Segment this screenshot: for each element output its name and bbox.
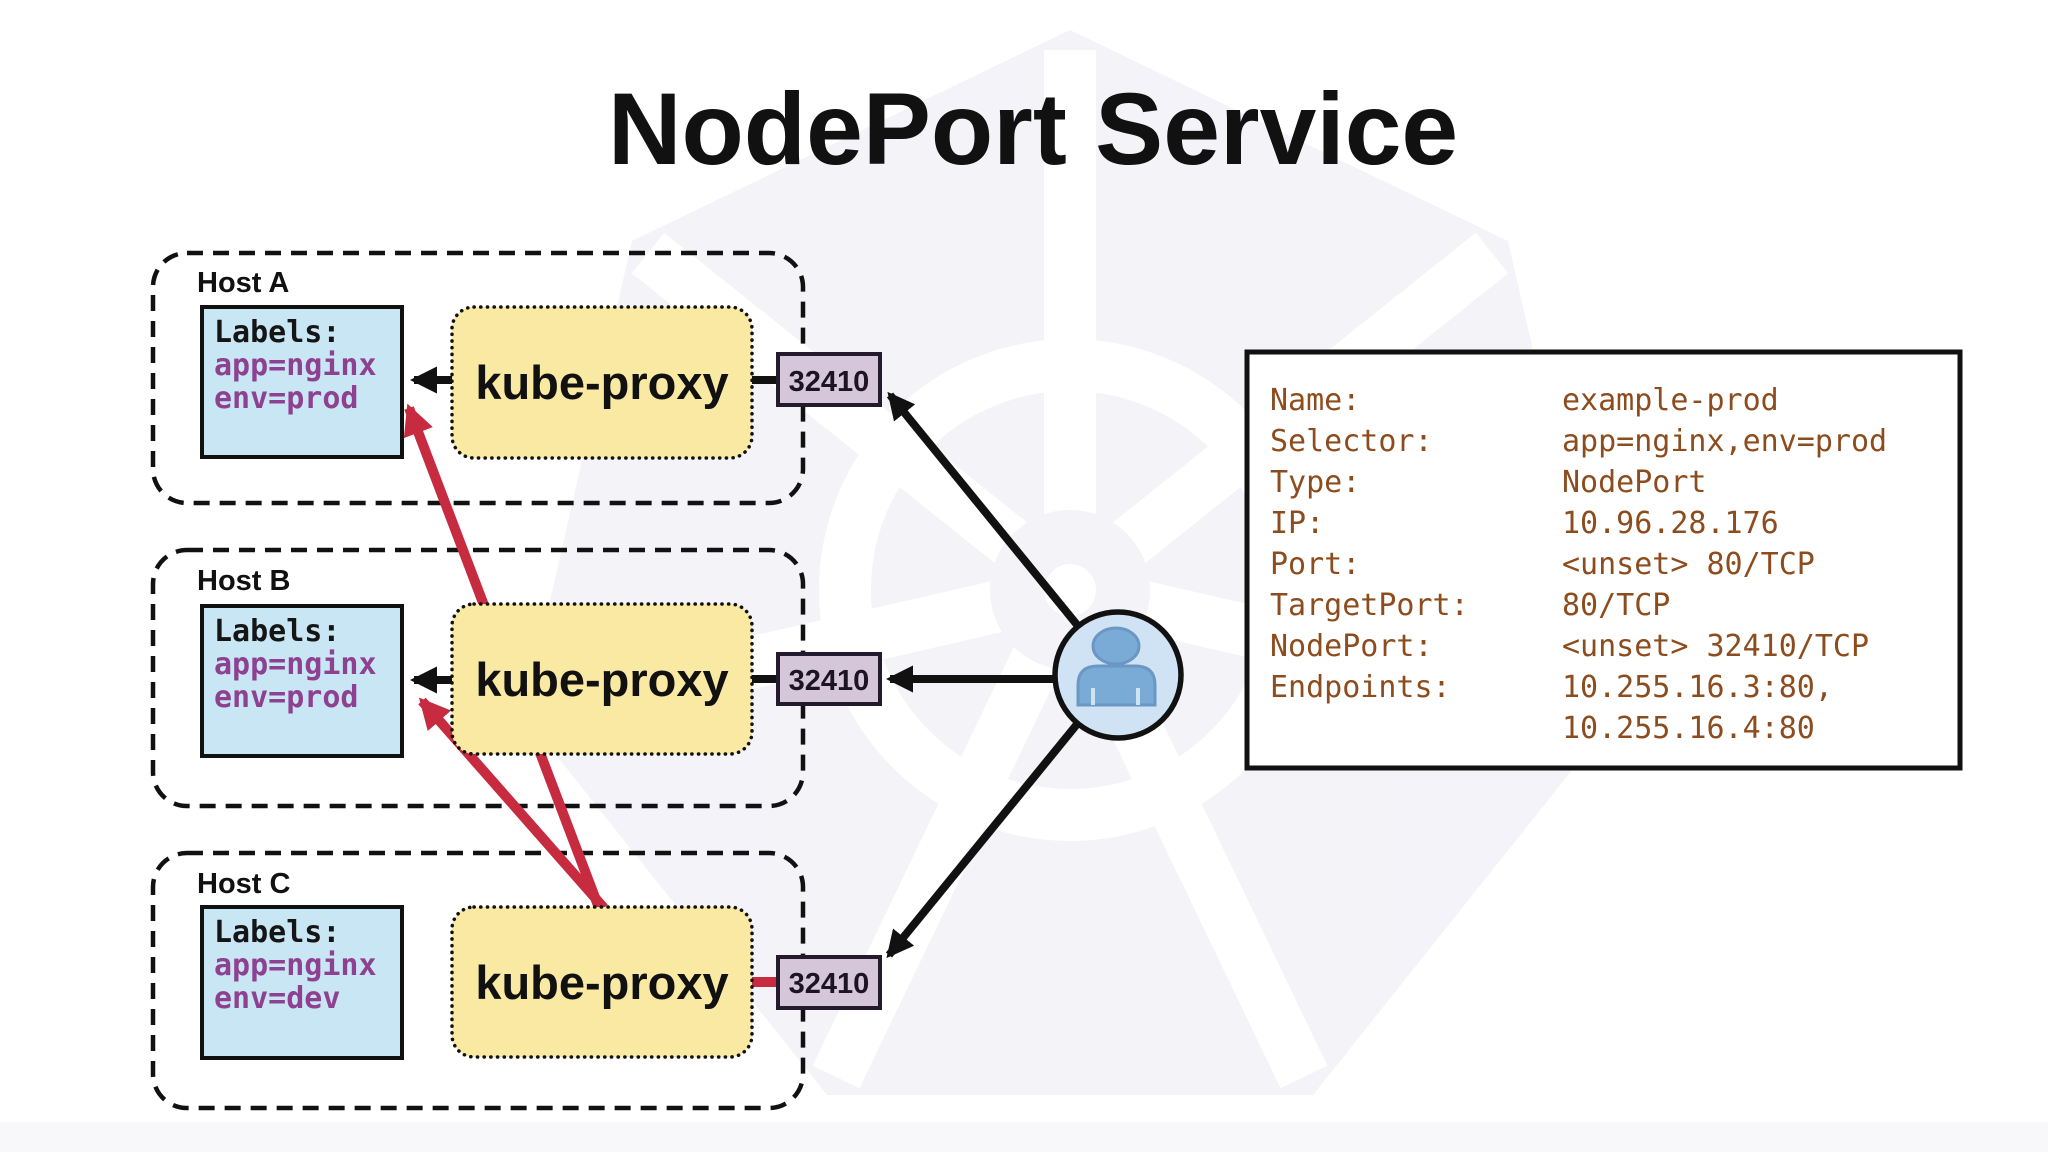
host-a-pod-label-app: app=nginx [214,348,377,383]
host-a-label: Host A [197,267,289,299]
kube-proxy-boxes: kube-proxy kube-proxy kube-proxy [450,305,754,1059]
host-c-nodeport-box [776,955,882,1010]
info-row-value: app=nginx,env=prod [1562,424,1887,459]
page-title: NodePort Service [608,72,1458,186]
host-b-nodeport-box [776,652,882,706]
host-a-pod-box [200,305,404,459]
node-port-boxes: 32410 32410 32410 [776,352,882,1010]
kube-proxy-b-label: kube-proxy [475,653,728,706]
info-row-value: 80/TCP [1562,588,1670,623]
kube-proxy-c-label: kube-proxy [475,956,728,1009]
info-row-label: Selector: [1270,424,1433,459]
info-row-value: 10.255.16.3:80, [1562,670,1833,705]
host-b-pod-labels-heading: Labels: [214,614,340,649]
service-info-panel: Name: example-prod Selector: app=nginx,e… [1244,349,1963,771]
host-b-pod-label-env: env=prod [214,680,359,715]
info-row-label: TargetPort: [1270,588,1469,623]
user-icon-head [1091,626,1141,666]
user-icon [1052,609,1184,741]
kubernetes-logo-watermark-icon [524,30,1616,1095]
host-c-pod-label-env: env=dev [214,981,340,1016]
host-c-pod-labels-heading: Labels: [214,915,340,950]
kube-proxy-b-box [450,602,754,756]
host-a-pod-labels-heading: Labels: [214,315,340,350]
kube-proxy-c-box [450,905,754,1059]
info-row-value: <unset> 32410/TCP [1562,629,1869,664]
info-row-label: Port: [1270,547,1360,582]
service-info-box [1244,349,1963,771]
info-row-label: Name: [1270,383,1360,418]
arrow-client-to-nodeport-a [886,391,1082,629]
info-row-value: NodePort [1562,465,1707,500]
host-b-pod-box [200,604,404,758]
user-icon-body [1076,664,1157,707]
info-row-value: 10.255.16.4:80 [1562,711,1815,746]
host-b-nodeport-label: 32410 [789,665,870,697]
info-row-label: NodePort: [1270,629,1433,664]
arrow-client-to-nodeport-c [885,720,1082,959]
host-b-label: Host B [197,565,290,597]
host-a-pod-label-env: env=prod [214,381,359,416]
info-row-label: Endpoints: [1270,670,1451,705]
host-b-pod-label-app: app=nginx [214,647,377,682]
service-info-rows: Name: example-prod Selector: app=nginx,e… [1270,383,1887,746]
info-row-value: example-prod [1562,383,1779,418]
host-a-group: Host A Labels: app=nginx env=prod [150,250,806,506]
host-a-boundary [150,250,806,506]
info-row-value: 10.96.28.176 [1562,506,1779,541]
host-c-nodeport-label: 32410 [789,968,870,1000]
info-row-label: Type: [1270,465,1360,500]
kube-proxy-a-label: kube-proxy [475,356,728,409]
info-row-label: IP: [1270,506,1324,541]
info-row-value: <unset> 80/TCP [1562,547,1815,582]
host-c-pod-label-app: app=nginx [214,948,377,983]
host-c-pod-box [200,905,404,1060]
host-a-nodeport-box [776,352,882,407]
host-a-nodeport-label: 32410 [789,366,870,398]
host-c-label: Host C [197,868,291,900]
bottom-strip [0,1122,2048,1152]
